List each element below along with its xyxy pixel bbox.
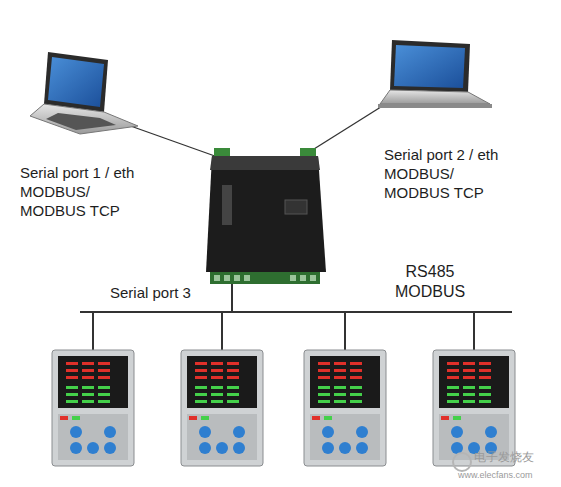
controller-1 — [52, 350, 134, 466]
watermark: 电子发烧友 — [474, 450, 554, 465]
laptop-left — [30, 52, 138, 134]
port-label: Serial port 2 / eth MODBUS/ MODBUS TCP — [384, 146, 500, 202]
controller-2 — [181, 350, 263, 466]
controller-3 — [304, 350, 386, 466]
laptop-right — [378, 40, 492, 108]
gateway-device — [206, 148, 326, 284]
controller-4 — [433, 350, 515, 466]
port-label: Serial port 3 — [110, 284, 230, 303]
watermark-logo — [453, 453, 471, 471]
bus-label: RS485 MODBUS — [390, 262, 470, 302]
port-label: Serial port 1 / eth MODBUS/ MODBUS TCP — [20, 164, 136, 220]
watermark: www.elecfans.com — [458, 470, 558, 481]
